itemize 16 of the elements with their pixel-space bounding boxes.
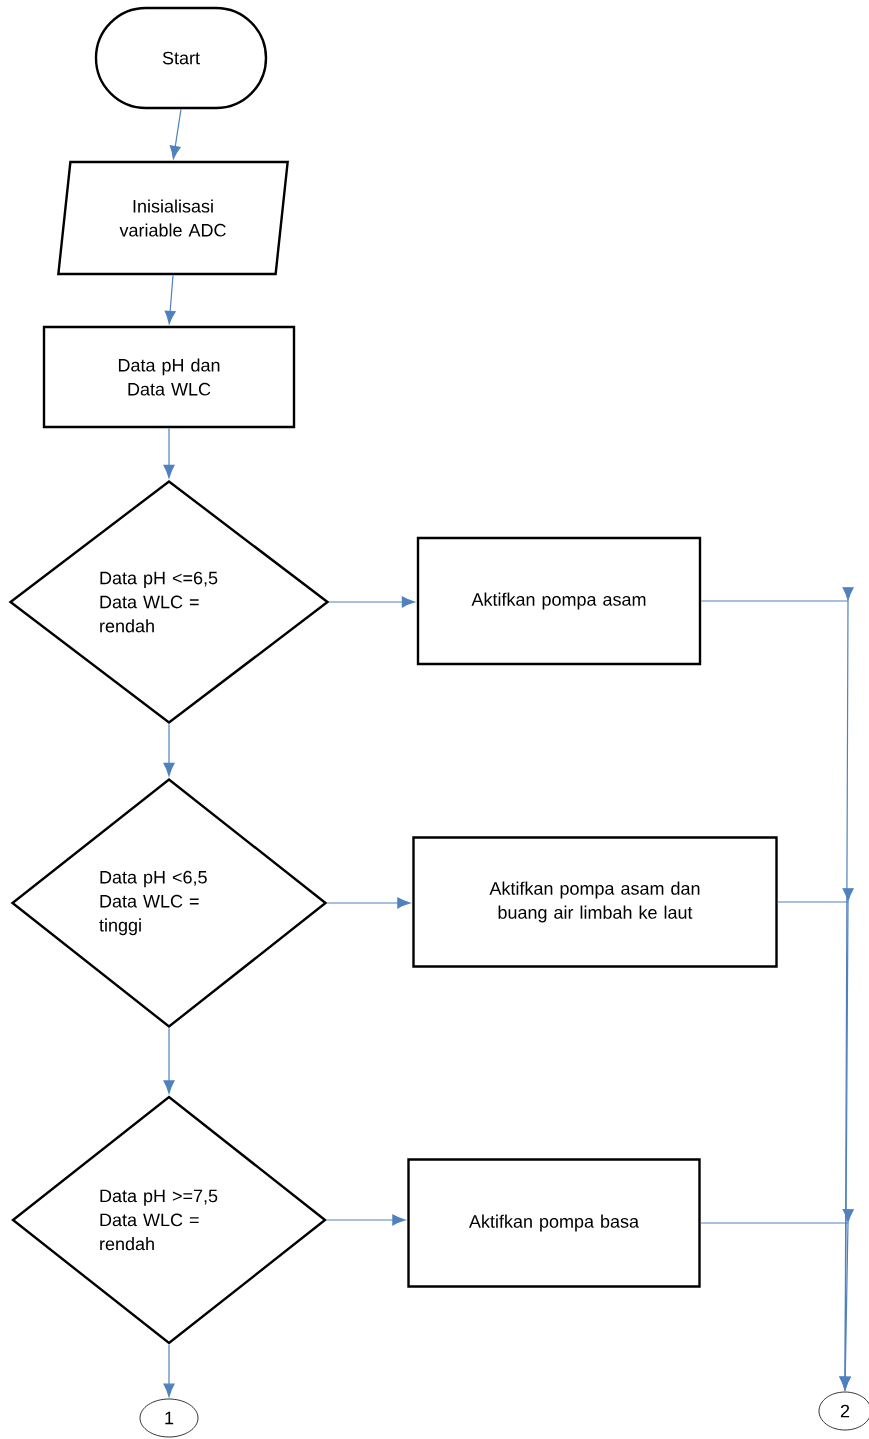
input-parallelogram: Inisialisasi variable ADC [57,160,289,276]
arrow [326,897,411,909]
arrow [163,427,175,479]
arrow [164,274,176,325]
arrow [163,1344,175,1397]
process-box: Aktifkan pompa basa [407,1158,701,1288]
start-terminal: Start [94,6,268,110]
arrow [163,1027,175,1094]
arrow [163,723,175,777]
arrow [326,1214,406,1226]
arrow [169,108,182,160]
arrow [700,1209,854,1390]
arrow [328,596,416,608]
process-box: Aktifkan pompa asam dan buang air limbah ke laut [412,836,778,968]
process-box: Data pH dan Data WLC [42,325,296,429]
process-box: Aktifkan pompa asam [416,536,702,666]
